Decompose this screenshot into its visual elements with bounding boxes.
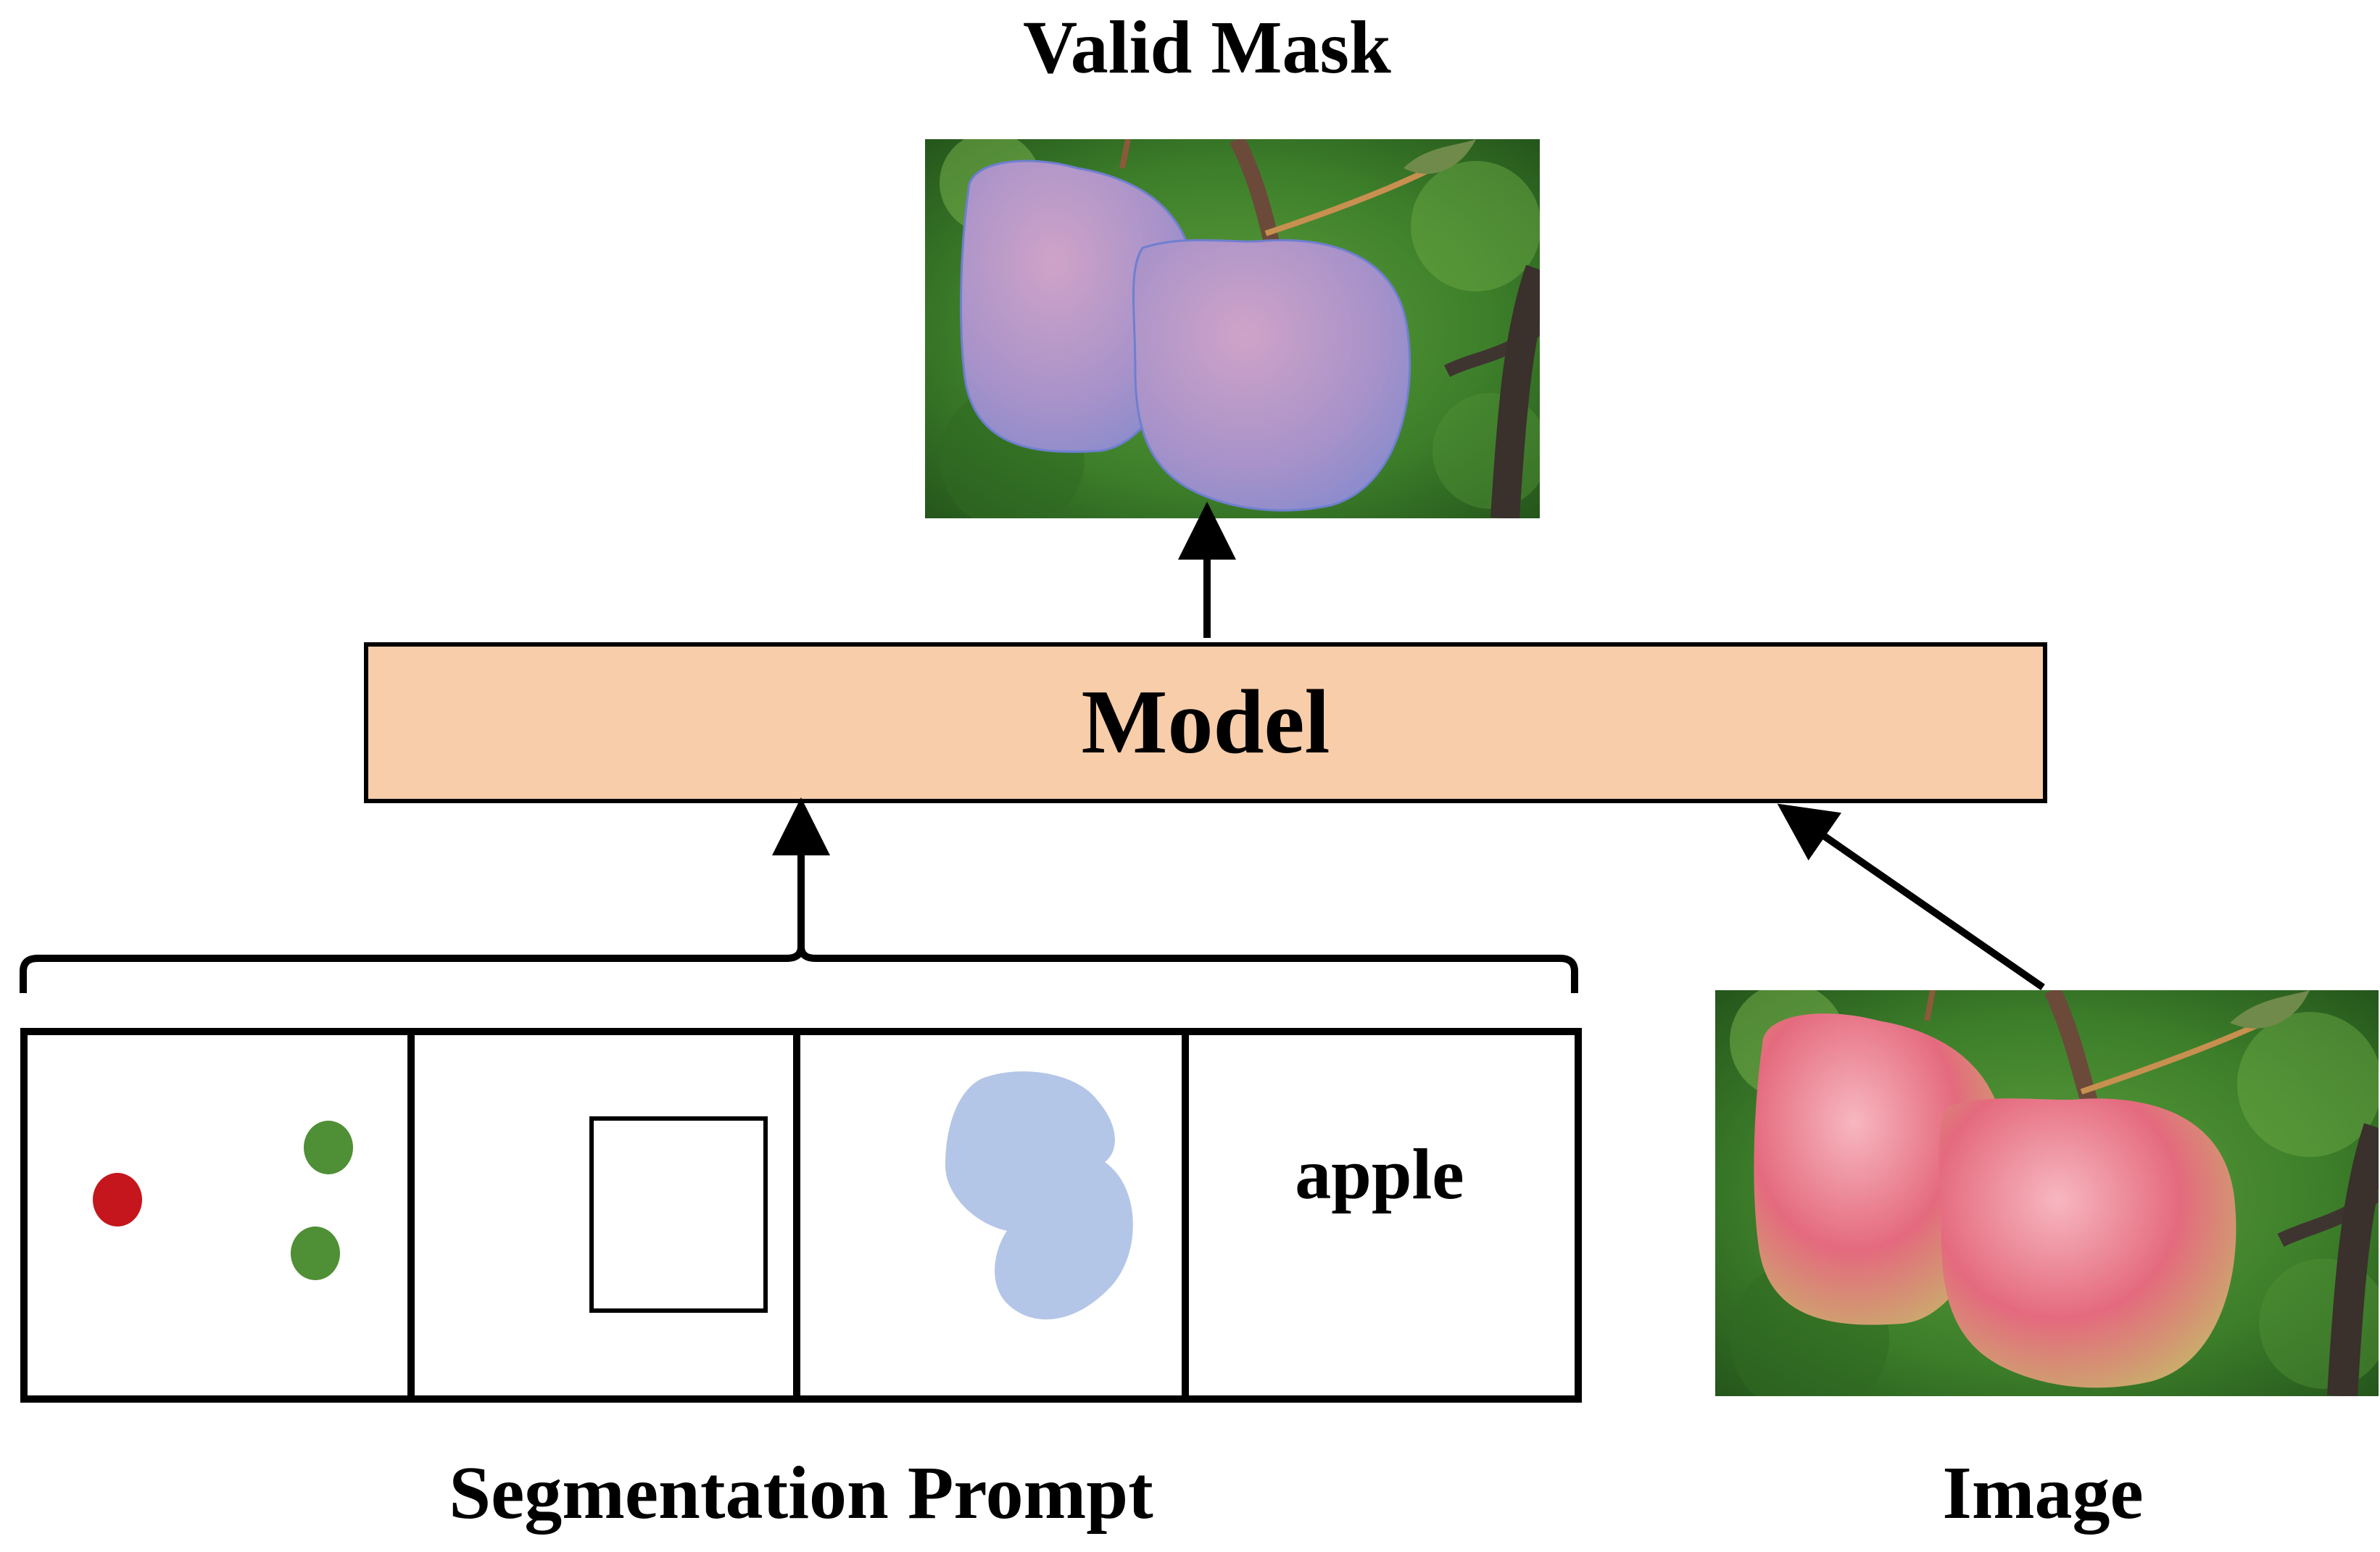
green-dot-icon xyxy=(304,1121,353,1174)
input-image xyxy=(1715,990,2379,1396)
prompt-panel-text xyxy=(1182,1028,1582,1403)
bounding-box-icon xyxy=(589,1116,768,1313)
mask-blob-icon xyxy=(945,1071,1133,1320)
arrow-image-to-model xyxy=(1777,803,2045,991)
prompt-panel-box xyxy=(407,1028,809,1403)
point-prompts xyxy=(93,1121,353,1280)
image-label: Image xyxy=(1942,1451,2144,1535)
prompt-brace xyxy=(20,946,1578,993)
red-dot-icon xyxy=(93,1173,142,1227)
segmentation-prompt-label: Segmentation Prompt xyxy=(449,1451,1153,1535)
model-label: Model xyxy=(1081,672,1330,773)
model-box: Model xyxy=(364,642,2047,803)
prompt-panel-mask xyxy=(793,1028,1198,1403)
prompt-panel-points xyxy=(20,1028,426,1403)
box-prompt xyxy=(589,1116,768,1313)
valid-mask-image xyxy=(925,139,1540,518)
text-prompt: apple xyxy=(1295,1134,1464,1214)
green-dot-icon xyxy=(291,1227,340,1280)
mask-prompt xyxy=(945,1071,1133,1320)
valid-mask-title: Valid Mask xyxy=(1023,6,1391,89)
